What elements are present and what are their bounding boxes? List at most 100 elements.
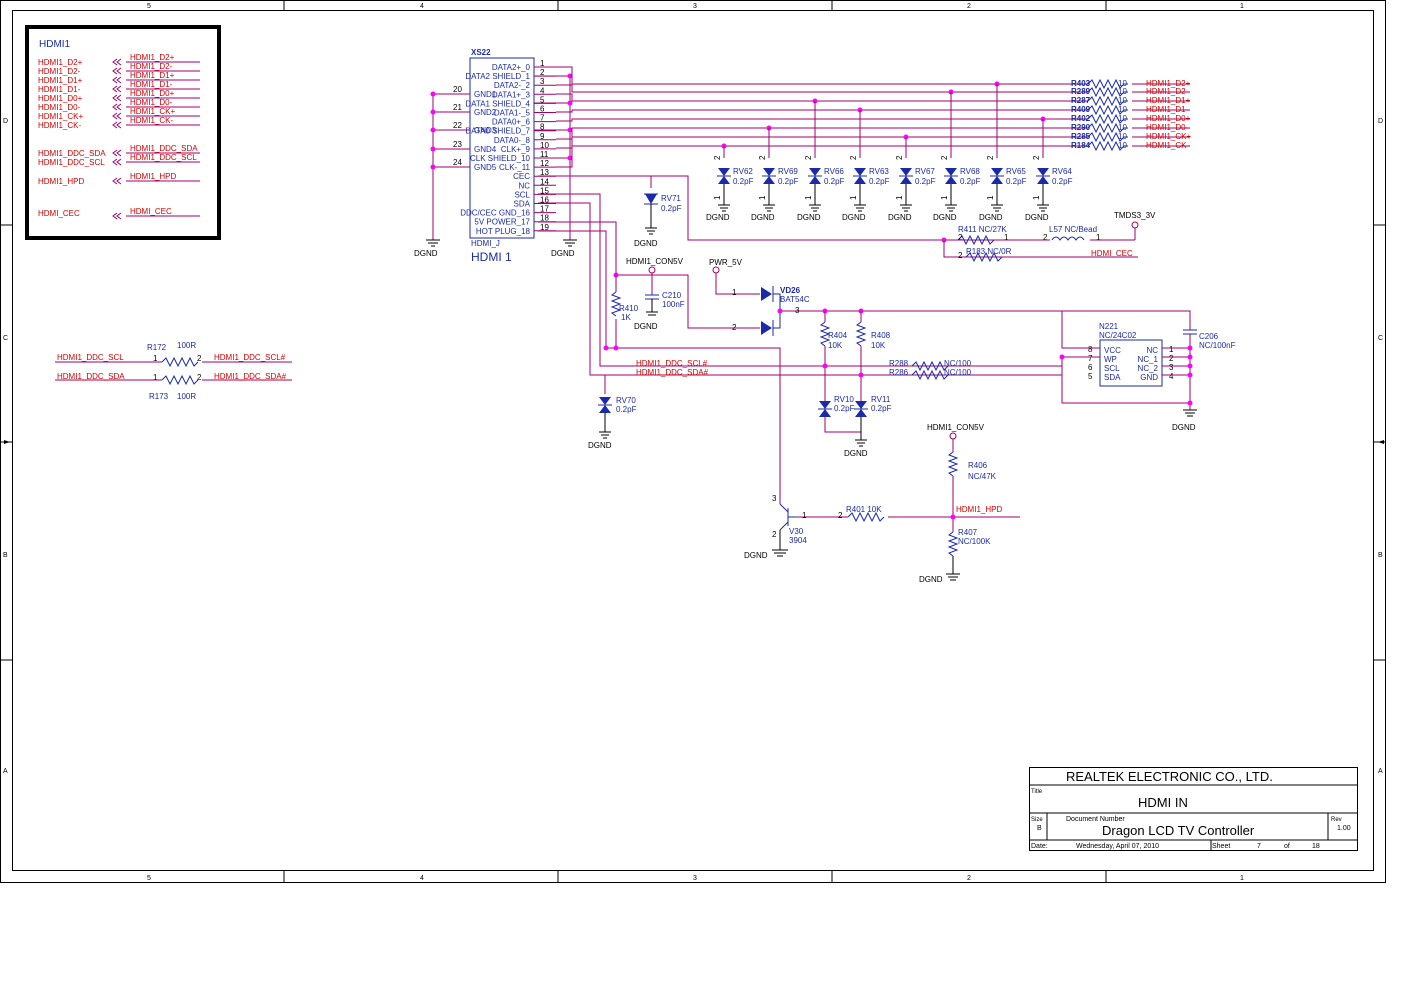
connector-pin-number: 15 — [540, 186, 549, 195]
tvs-pin-top: 2 — [1032, 155, 1041, 160]
series-resistor-value: 10 — [1118, 123, 1127, 132]
c206-ref: C206 — [1199, 332, 1219, 341]
r406-ref: R406 — [968, 461, 988, 470]
legend-right-label: HDMI1_D1+ — [130, 71, 175, 80]
port-box-title: HDMI1 — [39, 39, 71, 50]
offpage-chevron-icon — [112, 103, 122, 111]
connector-pin-number: 8 — [540, 123, 545, 132]
of-label: of — [1284, 843, 1290, 850]
rev-label: Rev — [1331, 817, 1342, 823]
tvs-pin-top: 2 — [895, 155, 904, 160]
drawing-title: HDMI IN — [1138, 795, 1188, 810]
n221-ref: N221 — [1099, 322, 1119, 331]
r410-value: 1K — [621, 313, 631, 322]
tvs-pin-bottom: 1 — [713, 195, 722, 200]
connector-gnd-text: DGND — [551, 249, 575, 258]
connector-pin-label: CLK+_9 — [501, 145, 531, 154]
rv70-gnd: DGND — [588, 441, 612, 450]
r407-value: NC/100K — [958, 537, 991, 546]
arrow-right-icon — [4, 440, 10, 444]
ddc-sda-out: HDMI1_DDC_SDA# — [214, 372, 287, 381]
diff-pair-wire — [556, 93, 1088, 102]
series-resistor-ref: R287 — [1071, 96, 1091, 105]
tvs-pin-bottom: 1 — [940, 195, 949, 200]
series-resistor — [1087, 78, 1128, 90]
tvs-pin-top: 2 — [804, 155, 813, 160]
connector-gnd-label: GND5 — [474, 163, 497, 172]
eeprom-left-pin: SDA — [1104, 373, 1121, 382]
legend-right-label: HDMI_CEC — [130, 207, 172, 216]
eeprom-right-num: 4 — [1169, 372, 1174, 381]
connector-name: HDMI 1 — [471, 250, 512, 264]
series-resistor-value: 10 — [1118, 114, 1127, 123]
connector-pin-number: 7 — [540, 114, 545, 123]
tvs-value: 0.2pF — [960, 177, 981, 186]
diff-pair-wire — [556, 127, 1088, 140]
docnum-label: Document Number — [1066, 816, 1125, 823]
pin-num: 1 — [732, 288, 737, 297]
pin-num: 1 — [1004, 233, 1009, 242]
r172-ref: R172 — [147, 343, 167, 352]
pin-num: 1 — [802, 511, 807, 520]
r286-ref: R286 — [889, 368, 909, 377]
series-resistor-value: 10 — [1118, 96, 1127, 105]
tvs-ref: RV69 — [778, 167, 798, 176]
tvs-pin-top: 2 — [713, 155, 722, 160]
legend-right-label: HDMI1_D2- — [130, 62, 173, 71]
hpd-section: HDMI1_CON5V R406 NC/47K R407 NC/100K DGN… — [744, 423, 1020, 584]
rv10-value: 0.2pF — [834, 404, 855, 413]
series-resistor-value: 10 — [1118, 132, 1127, 141]
connector-gnd-label: GND2 — [474, 108, 497, 117]
rv71-ref: RV71 — [661, 194, 681, 203]
connector-part: HDMI_J — [471, 239, 500, 248]
connector-pin-label: CLK SHIELD_10 — [470, 154, 531, 163]
connector-pin-label: HOT PLUG_18 — [476, 227, 531, 236]
n221-part: NC/24C02 — [1099, 331, 1137, 340]
series-resistor-net: HDMI1_D1- — [1146, 105, 1189, 114]
tvs-diode-icon — [991, 168, 1003, 176]
connector-gnd-label: GND3 — [474, 126, 497, 135]
row-letter: D — [1378, 118, 1383, 125]
legend-left-label: HDMI1_HPD — [38, 177, 84, 186]
vd26-ref: VD26 — [780, 286, 801, 295]
connector-pin-number: 10 — [540, 141, 549, 150]
pin-num: 2 — [958, 251, 963, 260]
rv11-value: 0.2pF — [871, 404, 892, 413]
document-number: Dragon LCD TV Controller — [1102, 823, 1255, 838]
eeprom-left-num: 5 — [1088, 372, 1093, 381]
connector-pin-label: DATA1-_5 — [494, 109, 531, 118]
eeprom-left-pin: VCC — [1104, 346, 1121, 355]
tvs-value: 0.2pF — [915, 177, 936, 186]
legend-left-label: HDMI1_DDC_SCL — [38, 158, 105, 167]
tvs-pin-top: 2 — [940, 155, 949, 160]
legend-left-label: HDMI1_D2- — [38, 67, 81, 76]
diff-pair-wire — [556, 145, 1088, 168]
tvs-gnd: DGND — [888, 213, 912, 222]
col-num: 2 — [967, 3, 971, 10]
r407-ref: R407 — [958, 528, 978, 537]
offpage-chevron-icon — [112, 112, 122, 120]
row-letter: C — [1378, 335, 1383, 342]
connector-pin-number: 4 — [540, 86, 545, 95]
tvs-ref: RV68 — [960, 167, 980, 176]
rv11-ref: RV11 — [871, 395, 891, 404]
row-letter: A — [3, 768, 8, 775]
col-num: 4 — [420, 3, 424, 10]
rv71-value: 0.2pF — [661, 204, 682, 213]
connector-pin-number: 2 — [540, 68, 545, 77]
tvs-diode-icon — [763, 176, 775, 184]
arrow-left-icon — [1378, 440, 1384, 444]
c206-value: NC/100nF — [1199, 341, 1236, 350]
eeprom-left-num: 7 — [1088, 354, 1093, 363]
title-label: Title — [1031, 789, 1043, 795]
of-value: 18 — [1312, 843, 1320, 850]
r286-value: NC/100 — [944, 368, 972, 377]
col-num: 3 — [693, 3, 697, 10]
eeprom-right-pin: NC — [1146, 346, 1158, 355]
tvs-gnd: DGND — [979, 213, 1003, 222]
series-resistor — [1087, 104, 1128, 116]
r173-ref: R173 — [149, 392, 169, 401]
col-num: 2 — [967, 875, 971, 882]
tvs-diode-icon — [809, 168, 821, 176]
